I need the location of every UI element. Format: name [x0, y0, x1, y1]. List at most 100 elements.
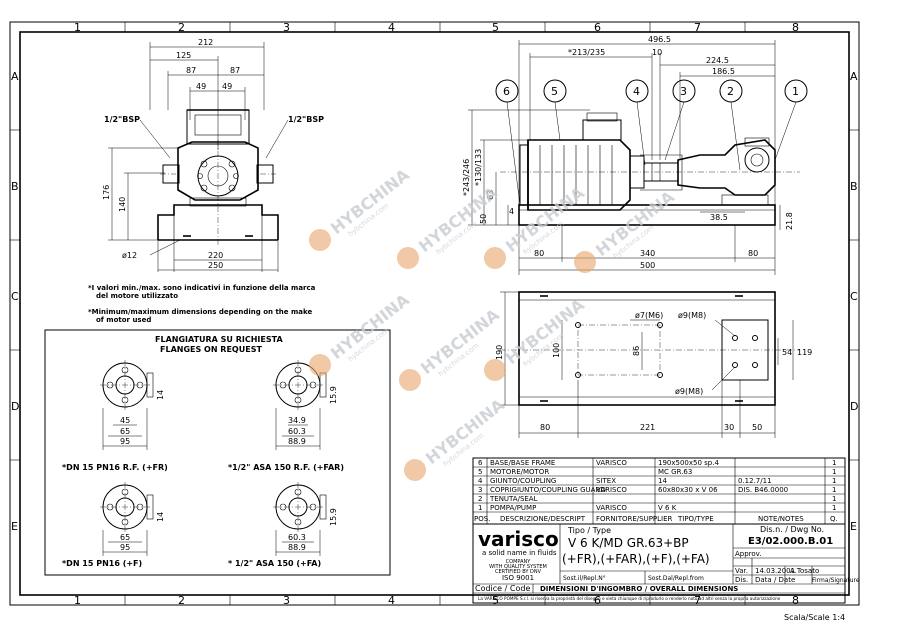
hole-m6: ø7(M6) — [635, 311, 663, 320]
flange-f-d65: 65 — [120, 533, 130, 542]
bom-row6-supplier: VARISCO — [596, 459, 627, 467]
dim-125: 125 — [176, 51, 191, 60]
grid-col-5-bottom: 5 — [492, 594, 499, 607]
dim-10: 10 — [652, 48, 662, 57]
date-label: Data / Date — [755, 576, 795, 584]
grid-row-b-left: B — [11, 180, 19, 193]
grid-col-7-bottom: 7 — [694, 594, 701, 607]
watermark-text: HYBCHINA — [592, 187, 678, 260]
bom-row1-type: V 6 K — [658, 504, 677, 512]
grid-col-2-top: 2 — [178, 21, 185, 34]
dim-50: 50 — [479, 214, 488, 224]
bom-row3-type: 60x80x30 x V 06 — [658, 486, 718, 494]
grid-col-2-bottom: 2 — [178, 594, 185, 607]
note-en-line2: of motor used — [96, 316, 151, 324]
grid-col-4-bottom: 4 — [388, 594, 395, 607]
grid-row-c-left: C — [11, 290, 19, 303]
dim-38-5: 38.5 — [710, 213, 728, 222]
grid-row-e-right: E — [850, 520, 857, 533]
grid-col-6-top: 6 — [594, 21, 601, 34]
note-it-line2: del motore utilizzato — [96, 292, 178, 300]
watermark-logo-icon — [484, 359, 506, 381]
dim-100: 100 — [552, 343, 561, 358]
bill-of-materials: 6 BASE/BASE FRAME VARISCO 190x500x50 sp.… — [472, 457, 846, 525]
var-label: Var. — [735, 567, 748, 575]
bom-row4-notes: 0.12.7/11 — [738, 477, 772, 485]
bom-row1-q: 1 — [832, 504, 836, 512]
dim-500: 500 — [640, 261, 655, 270]
bom-row2-desc: TENUTA/SEAL — [489, 495, 538, 503]
port-label-right: 1/2"BSP — [288, 115, 324, 124]
flanges-panel: FLANGIATURA SU RICHIESTA FLANGES ON REQU… — [44, 329, 391, 576]
grid-col-1-top: 1 — [74, 21, 81, 34]
drawing-date: 14.03.2001 — [755, 567, 795, 575]
drawing-scale: Scala/Scale 1:4 — [784, 613, 845, 622]
dim-250: 250 — [208, 261, 223, 270]
grid-col-8-bottom: 8 — [792, 594, 799, 607]
grid-row-b-right: B — [850, 180, 858, 193]
dimension-notes: *I valori min./max. sono indicativi in f… — [88, 284, 316, 324]
cert-line2: WITH QUALITY SYSTEM — [489, 564, 547, 570]
dim-63: 63 — [486, 190, 495, 200]
grid-col-4-top: 4 — [388, 21, 395, 34]
dim-54: 54 — [782, 348, 792, 357]
watermark-logo-icon — [404, 459, 426, 481]
port-label-left: 1/2"BSP — [104, 115, 140, 124]
bom-header-notes: NOTE/NOTES — [758, 515, 804, 523]
dim-87-left: 87 — [186, 66, 196, 75]
signature-label: Firma/Signature — [812, 577, 860, 584]
flange-far: 34.9 60.3 88.9 15.9 *1/2" ASA 150 R.F. (… — [228, 360, 344, 472]
flange-far-d34: 34.9 — [288, 416, 306, 425]
dwg-number: E3/02.000.B.01 — [748, 536, 833, 547]
type-label: Tipo / Type — [567, 526, 611, 535]
bom-row3-notes: DIS. B46.0000 — [738, 486, 788, 494]
grid-col-3-top: 3 — [283, 21, 290, 34]
dim-base-80: 80 — [540, 423, 550, 432]
bom-row1-supplier: VARISCO — [596, 504, 627, 512]
flange-fr-caption: *DN 15 PN16 R.F. (+FR) — [62, 463, 168, 472]
copyright-footer: La VARISCO POMPE S.r.l. si riserva la pr… — [478, 596, 781, 601]
watermark-logo-icon — [399, 369, 421, 391]
hole-m8-bottom: ø9(M8) — [675, 387, 703, 396]
grid-col-8-top: 8 — [792, 21, 799, 34]
cert-line4: ISO 9001 — [502, 574, 534, 582]
flange-fa-caption: * 1/2" ASA 150 (+FA) — [228, 559, 321, 568]
dim-4: 4 — [509, 207, 514, 216]
dim-49-right: 49 — [222, 82, 232, 91]
flange-fr: 45 65 95 14 *DN 15 PN16 R.F. (+FR) — [62, 360, 168, 472]
flange-fr-d45: 45 — [120, 416, 130, 425]
cert-line3: CERTIFIED BY DNV — [495, 569, 542, 575]
flange-fa: 60.3 88.9 15.9 * 1/2" ASA 150 (+FA) — [228, 482, 338, 568]
front-view: 212 125 87 87 49 49 — [102, 38, 324, 272]
dim-86: 86 — [632, 346, 641, 356]
flange-fa-d60: 60.3 — [288, 533, 306, 542]
grid-col-7-top: 7 — [694, 21, 701, 34]
bom-header-q: Q. — [830, 515, 838, 523]
flanges-title-en: FLANGES ON REQUEST — [160, 345, 262, 354]
type-line2: (+FR),(+FAR),(+F),(+FA) — [562, 552, 710, 566]
flange-fr-thick: 14 — [156, 390, 165, 400]
drawing-author: A.Tosato — [790, 567, 819, 575]
dim-21-8: 21.8 — [785, 212, 794, 230]
balloon-6: 6 — [503, 85, 510, 98]
dim-243-246: *243/246 — [462, 159, 471, 196]
side-view: 496.5 *213/235 10 224.5 186.5 6 5 4 3 2 … — [462, 35, 808, 275]
dim-190: 190 — [495, 345, 504, 360]
balloon-5: 5 — [551, 85, 558, 98]
replaced-from-label: Sost.Dal/Repl.from — [648, 575, 704, 582]
bom-header-type: TIPO/TYPE — [677, 515, 714, 523]
dim-213-235: *213/235 — [568, 48, 605, 57]
dim-130-133: *130/133 — [474, 149, 483, 186]
watermark-logo-icon — [484, 247, 506, 269]
grid-row-d-left: D — [11, 400, 19, 413]
dwg-label: Dis.n. / Dwg No. — [760, 525, 824, 534]
grid-row-d-right: D — [850, 400, 858, 413]
note-it-line1: *I valori min./max. sono indicativi in f… — [88, 284, 316, 292]
dim-base-50: 50 — [752, 423, 762, 432]
company-logo: varisco — [478, 527, 559, 551]
bom-row3-pos: 3 — [478, 486, 482, 494]
balloon-4: 4 — [633, 85, 640, 98]
bom-row1-desc: POMPA/PUMP — [490, 504, 536, 512]
bom-header-pos: POS. — [474, 515, 490, 523]
